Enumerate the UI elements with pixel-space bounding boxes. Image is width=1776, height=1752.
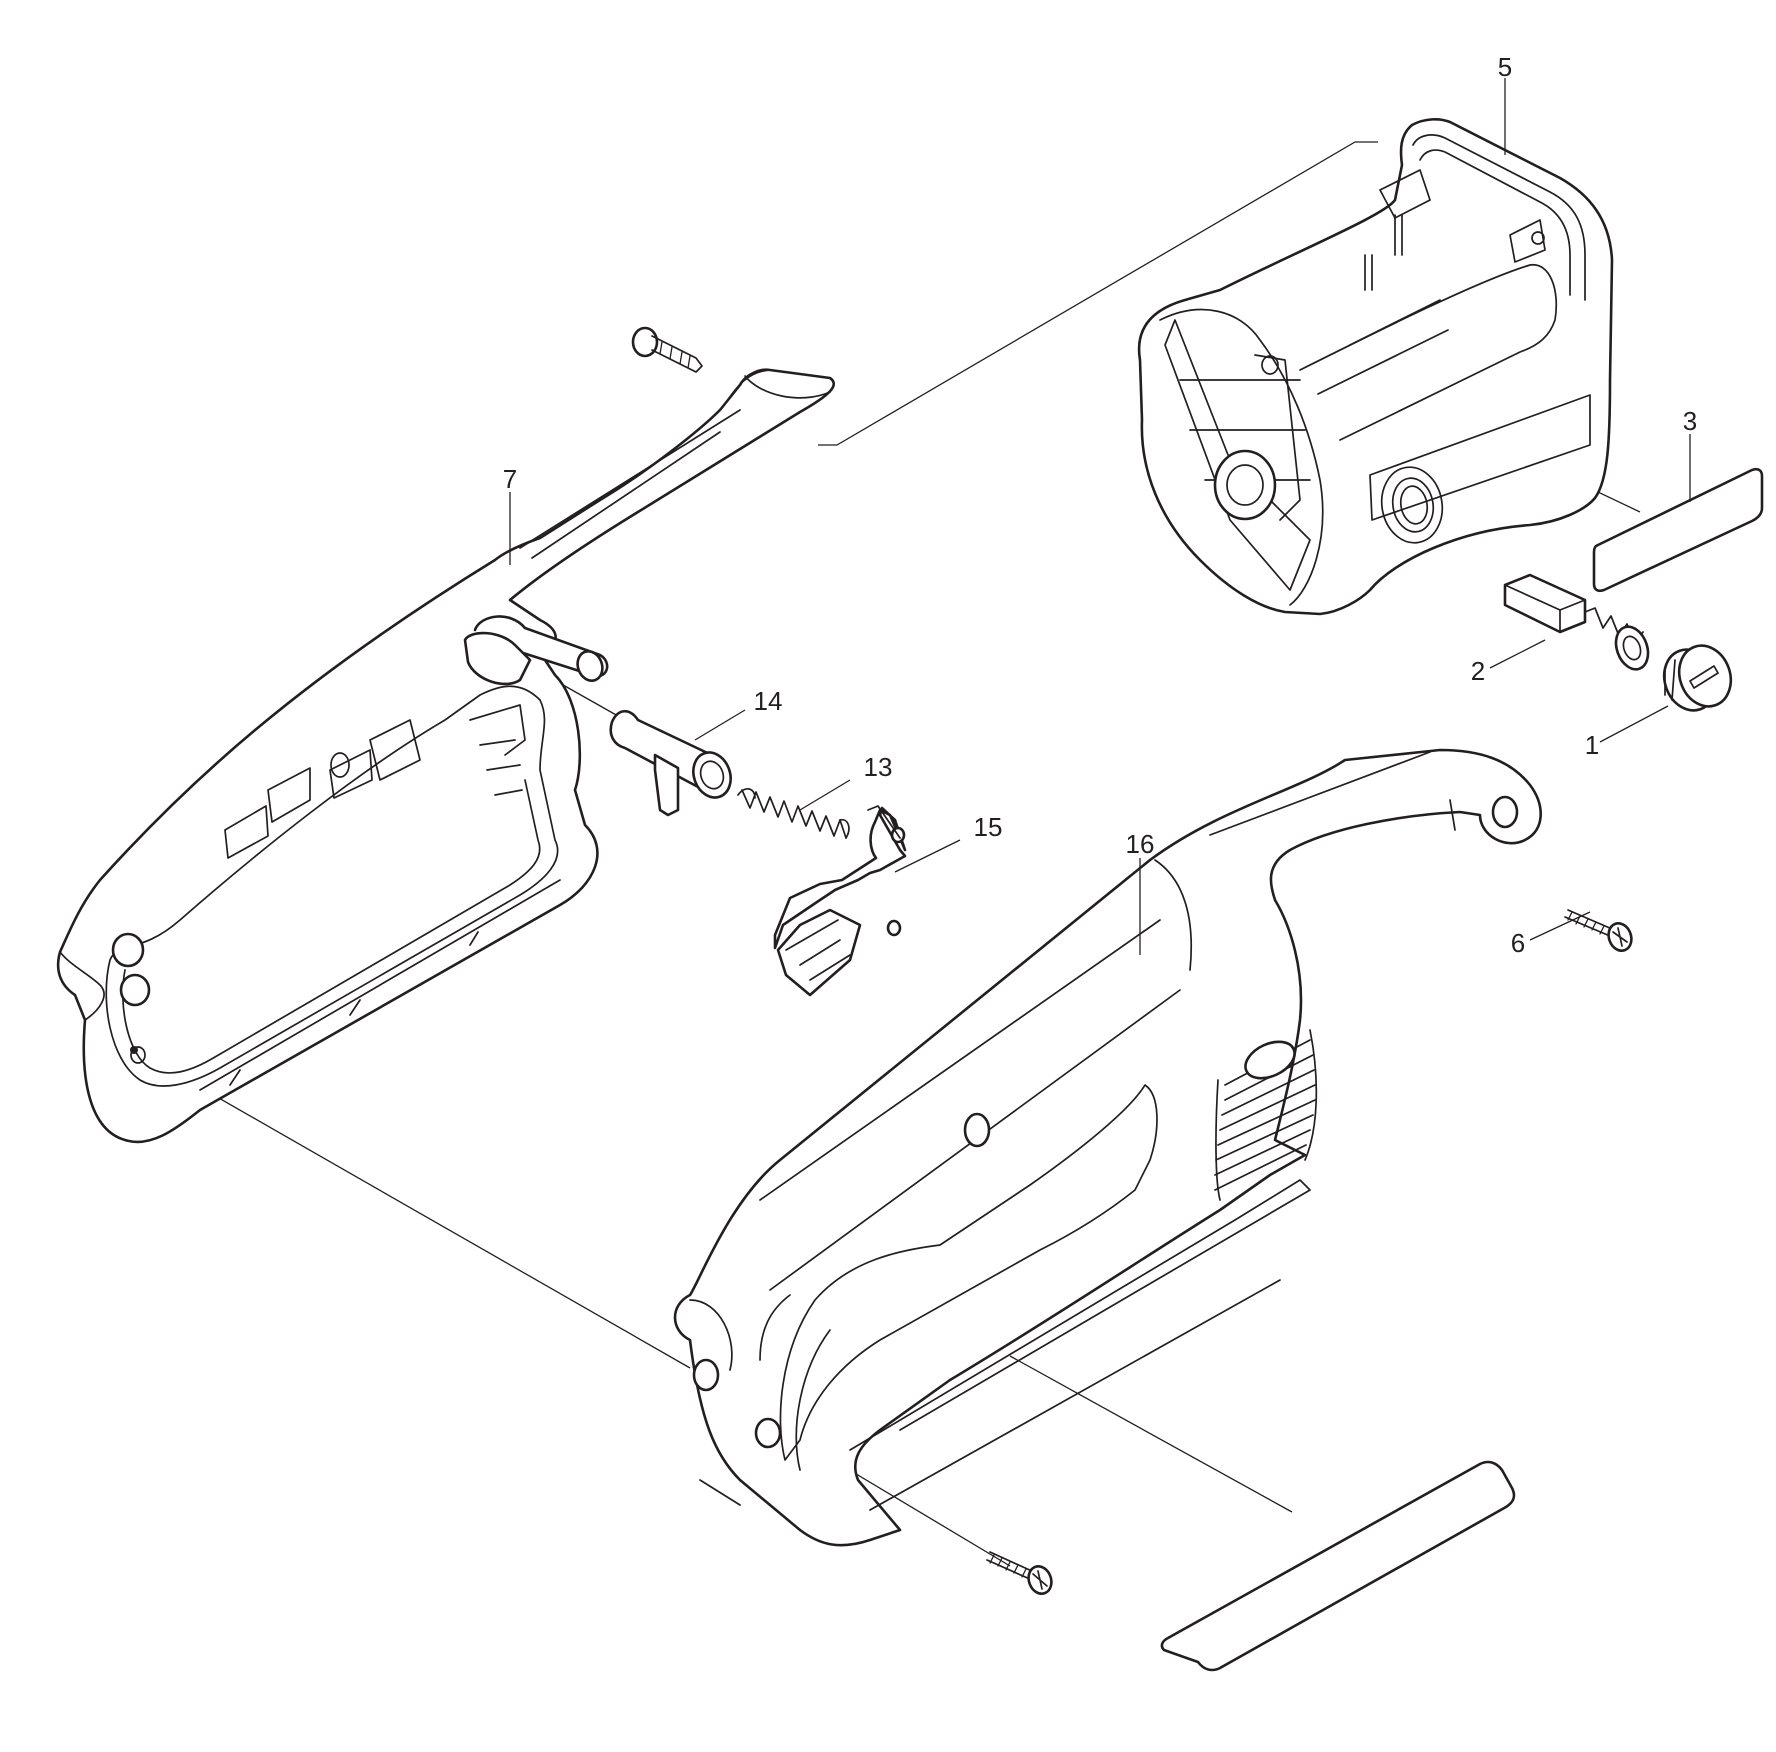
- label-plate-part-3: [1592, 467, 1764, 593]
- callout-2: 2: [1471, 656, 1485, 686]
- screw-part-6: [1564, 909, 1633, 952]
- callout-7: 7: [503, 464, 517, 494]
- carbon-brush-part-2: [1503, 573, 1650, 671]
- callout-leaders: [509, 78, 1691, 955]
- callout-5: 5: [1498, 52, 1512, 82]
- brush-cap-part-1: [1662, 644, 1733, 712]
- callout-6: 6: [1511, 928, 1525, 958]
- motor-housing-part-5: [1137, 118, 1614, 616]
- trigger-part-15: [773, 805, 907, 997]
- handle-left-half-part-7: [56, 368, 836, 1144]
- callout-13: 13: [864, 752, 893, 782]
- spring-part-13: [737, 788, 850, 839]
- callout-15: 15: [974, 812, 1003, 842]
- callout-numbers: 5 3 2 1 6 7 14 13 15 16: [503, 52, 1697, 958]
- handle-right-half-part-16: [673, 748, 1542, 1547]
- vent-slots: [1214, 1029, 1318, 1201]
- bottom-label-plate: [1160, 1460, 1516, 1672]
- callout-1: 1: [1585, 730, 1599, 760]
- top-screw: [631, 326, 703, 373]
- callout-16: 16: [1126, 829, 1155, 859]
- bottom-screw: [986, 1551, 1053, 1595]
- callout-14: 14: [754, 686, 783, 716]
- callout-3: 3: [1683, 406, 1697, 436]
- switch-shaft-part-14: [609, 709, 732, 817]
